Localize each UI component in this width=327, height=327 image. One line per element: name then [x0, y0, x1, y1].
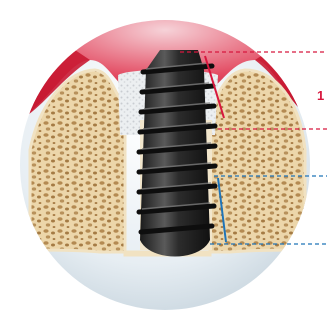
callout-number: 1 — [317, 88, 324, 103]
dental-implant-icon — [139, 50, 215, 257]
